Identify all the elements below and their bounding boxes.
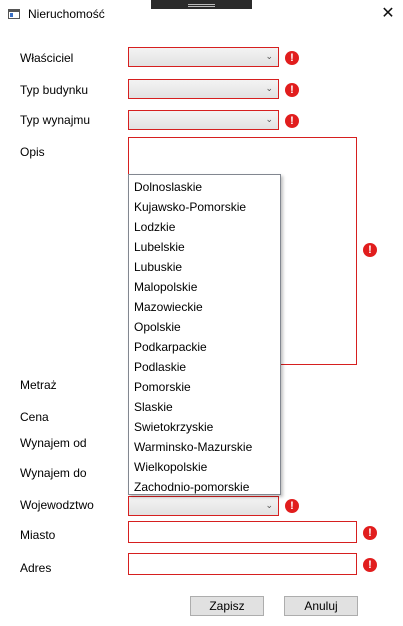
rental-type-error-icon: ! xyxy=(285,114,299,128)
voivodeship-combobox[interactable]: ⌄ xyxy=(128,496,279,516)
list-item[interactable]: Zachodnio-pomorskie xyxy=(134,480,250,494)
city-error-icon: ! xyxy=(363,526,377,540)
rent-from-label: Wynajem od xyxy=(20,436,87,450)
window-icon xyxy=(8,9,20,19)
list-item[interactable]: Mazowieckie xyxy=(134,300,203,314)
title-bar: Nieruchomość ✕ xyxy=(0,0,403,30)
owner-label: Właściciel xyxy=(20,51,74,65)
rental-type-label: Typ wynajmu xyxy=(20,113,91,127)
window-title: Nieruchomość xyxy=(28,7,105,21)
drag-handle-line xyxy=(188,6,215,7)
close-button[interactable]: ✕ xyxy=(381,5,395,22)
list-item[interactable]: Lubuskie xyxy=(134,260,183,274)
rent-to-label: Wynajem do xyxy=(20,466,87,480)
city-input[interactable] xyxy=(128,521,357,543)
chevron-down-icon: ⌄ xyxy=(265,500,273,510)
address-error-icon: ! xyxy=(363,558,377,572)
voivodeship-label: Wojewodztwo xyxy=(20,498,94,512)
owner-combobox[interactable]: ⌄ xyxy=(128,47,279,67)
list-item[interactable]: Wielkopolskie xyxy=(134,460,208,474)
list-item[interactable]: Slaskie xyxy=(134,400,173,414)
list-item[interactable]: Kujawsko-Pomorskie xyxy=(134,200,247,214)
voivodeship-error-icon: ! xyxy=(285,499,299,513)
price-label: Cena xyxy=(20,410,49,424)
list-item[interactable]: Malopolskie xyxy=(134,280,198,294)
area-label: Metraż xyxy=(20,378,57,392)
save-button[interactable]: Zapisz xyxy=(190,596,264,616)
description-label: Opis xyxy=(20,145,45,159)
list-item[interactable]: Dolnoslaskie xyxy=(134,180,203,194)
chevron-down-icon: ⌄ xyxy=(265,114,273,124)
chevron-down-icon: ⌄ xyxy=(265,51,273,61)
list-item[interactable]: Swietokrzyskie xyxy=(134,420,214,434)
building-type-label: Typ budynku xyxy=(20,83,89,97)
list-item[interactable]: Opolskie xyxy=(134,320,181,334)
address-label: Adres xyxy=(20,561,52,575)
city-label: Miasto xyxy=(20,528,56,542)
cancel-button[interactable]: Anuluj xyxy=(284,596,358,616)
owner-error-icon: ! xyxy=(285,51,299,65)
list-item[interactable]: Podkarpackie xyxy=(134,340,207,354)
list-item[interactable]: Podlaskie xyxy=(134,360,187,374)
building-type-combobox[interactable]: ⌄ xyxy=(128,79,279,99)
list-item[interactable]: Warminsko-Mazurskie xyxy=(134,440,253,454)
building-type-error-icon: ! xyxy=(285,83,299,97)
voivodeship-dropdown-list[interactable]: Dolnoslaskie Kujawsko-Pomorskie Lodzkie … xyxy=(128,174,281,495)
list-item[interactable]: Pomorskie xyxy=(134,380,191,394)
address-input[interactable] xyxy=(128,553,357,575)
list-item[interactable]: Lubelskie xyxy=(134,240,185,254)
chevron-down-icon: ⌄ xyxy=(265,83,273,93)
rental-type-combobox[interactable]: ⌄ xyxy=(128,110,279,130)
drag-handle-line xyxy=(188,4,215,5)
description-error-icon: ! xyxy=(363,243,377,257)
list-item[interactable]: Lodzkie xyxy=(134,220,176,234)
